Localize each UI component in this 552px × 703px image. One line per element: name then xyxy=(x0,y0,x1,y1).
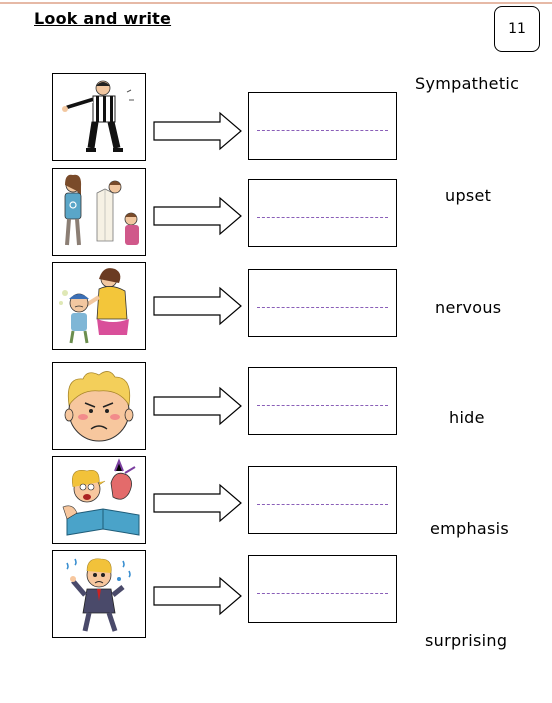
page-number-box: 11 xyxy=(494,6,540,52)
word-bank-item: Sympathetic xyxy=(415,74,520,93)
picture-referee xyxy=(52,73,146,161)
answer-box-6[interactable] xyxy=(248,555,397,623)
picture-comforting-child xyxy=(52,262,146,350)
picture-shocked-reader xyxy=(52,456,146,544)
arrow-right-icon xyxy=(153,111,242,151)
answer-box-1[interactable] xyxy=(248,92,397,160)
answer-line xyxy=(257,130,388,131)
word-bank-item: hide xyxy=(449,408,485,427)
picture-frowning-boy xyxy=(52,362,146,450)
picture-nervous-boy xyxy=(52,550,146,638)
top-border-line xyxy=(0,2,552,4)
answer-line xyxy=(257,504,388,505)
answer-box-3[interactable] xyxy=(248,269,397,337)
answer-line xyxy=(257,405,388,406)
arrow-right-icon xyxy=(153,196,242,236)
arrow-right-icon xyxy=(153,386,242,426)
arrow-right-icon xyxy=(153,483,242,523)
arrow-right-icon xyxy=(153,576,242,616)
worksheet-title: Look and write xyxy=(34,9,172,28)
arrow-right-icon xyxy=(153,286,242,326)
answer-line xyxy=(257,307,388,308)
answer-box-2[interactable] xyxy=(248,179,397,247)
answer-line xyxy=(257,593,388,594)
word-bank-item: surprising xyxy=(425,631,508,650)
word-bank-item: nervous xyxy=(435,298,502,317)
word-bank-item: upset xyxy=(445,186,492,205)
word-bank-item: emphasis xyxy=(430,519,510,538)
answer-box-5[interactable] xyxy=(248,466,397,534)
answer-line xyxy=(257,217,388,218)
answer-box-4[interactable] xyxy=(248,367,397,435)
picture-girls-hiding xyxy=(52,168,146,256)
